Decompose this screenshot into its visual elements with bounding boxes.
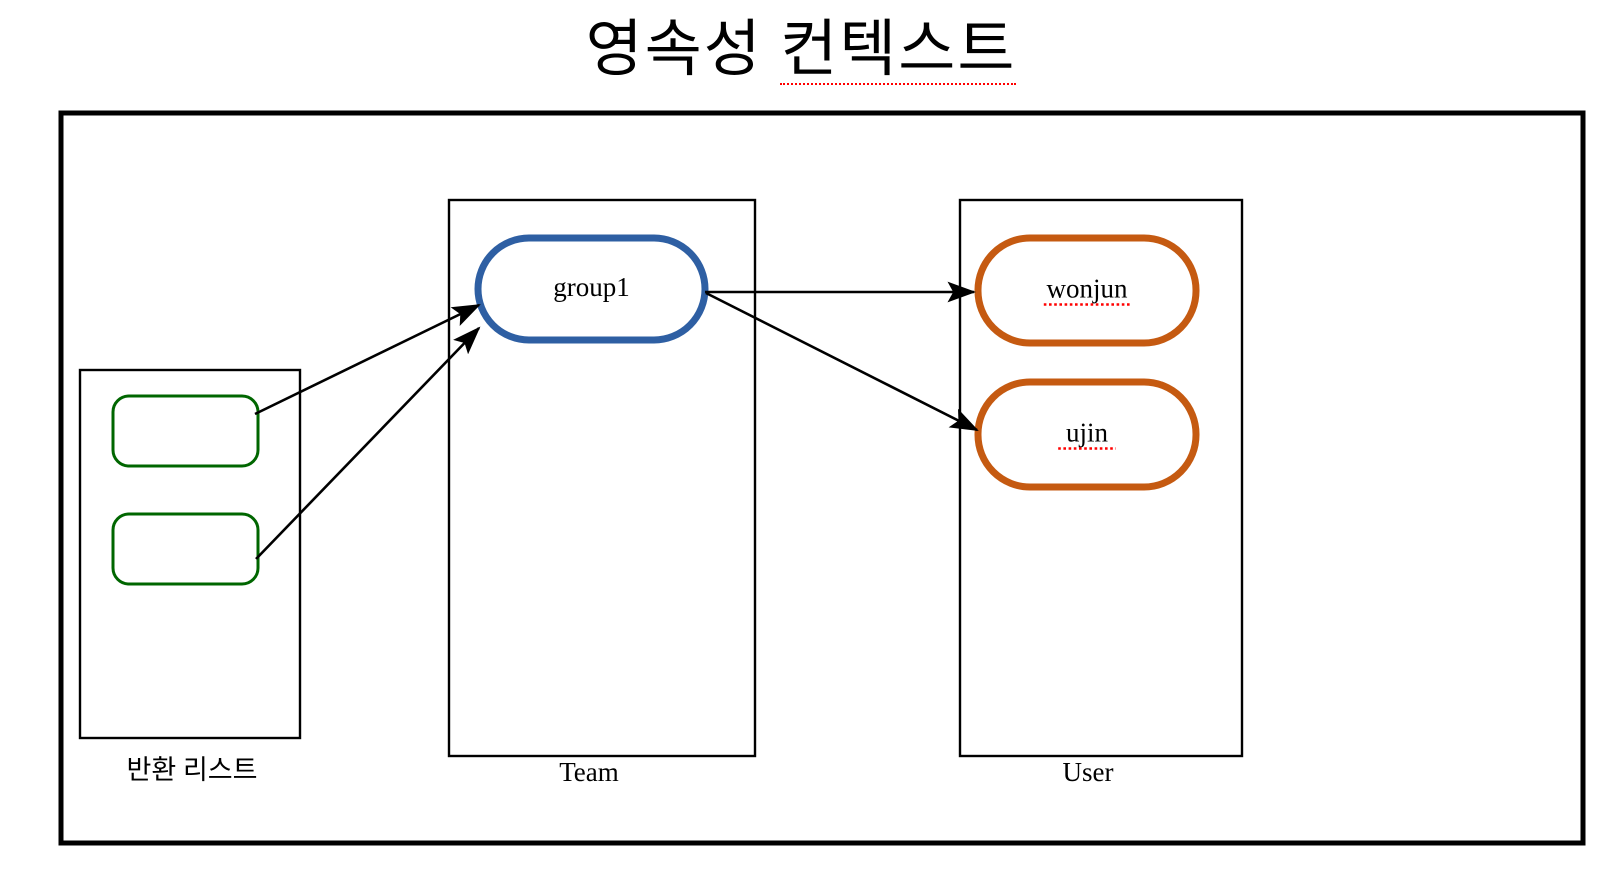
arrow-list-slot-1-to-group1	[254, 303, 481, 416]
diagram-outer-frame	[58, 110, 1586, 846]
entity-node-ujin[interactable]	[974, 378, 1200, 491]
page-title: 영속성 컨텍스트	[0, 4, 1602, 96]
list-item-slot-1[interactable]	[111, 394, 260, 468]
arrow-list-slot-2-to-group1	[255, 326, 481, 560]
entity-node-ujin-label: ujin	[1066, 418, 1109, 448]
column-caption-user: User	[1063, 757, 1114, 787]
entity-node-wonjun[interactable]	[974, 234, 1200, 347]
entity-node-group1-label: group1	[553, 272, 630, 302]
page-title-prefix: 영속성	[585, 16, 781, 84]
list-item-slot-2[interactable]	[111, 512, 260, 586]
arrow-group1-to-ujin	[705, 291, 979, 432]
entity-node-group1[interactable]	[474, 234, 709, 344]
column-caption-return-list: 반환 리스트	[127, 755, 258, 785]
page-title-spellchecked-word: 컨텍스트	[780, 4, 1017, 96]
column-caption-team: Team	[559, 757, 619, 787]
entity-node-wonjun-label: wonjun	[1047, 274, 1129, 304]
